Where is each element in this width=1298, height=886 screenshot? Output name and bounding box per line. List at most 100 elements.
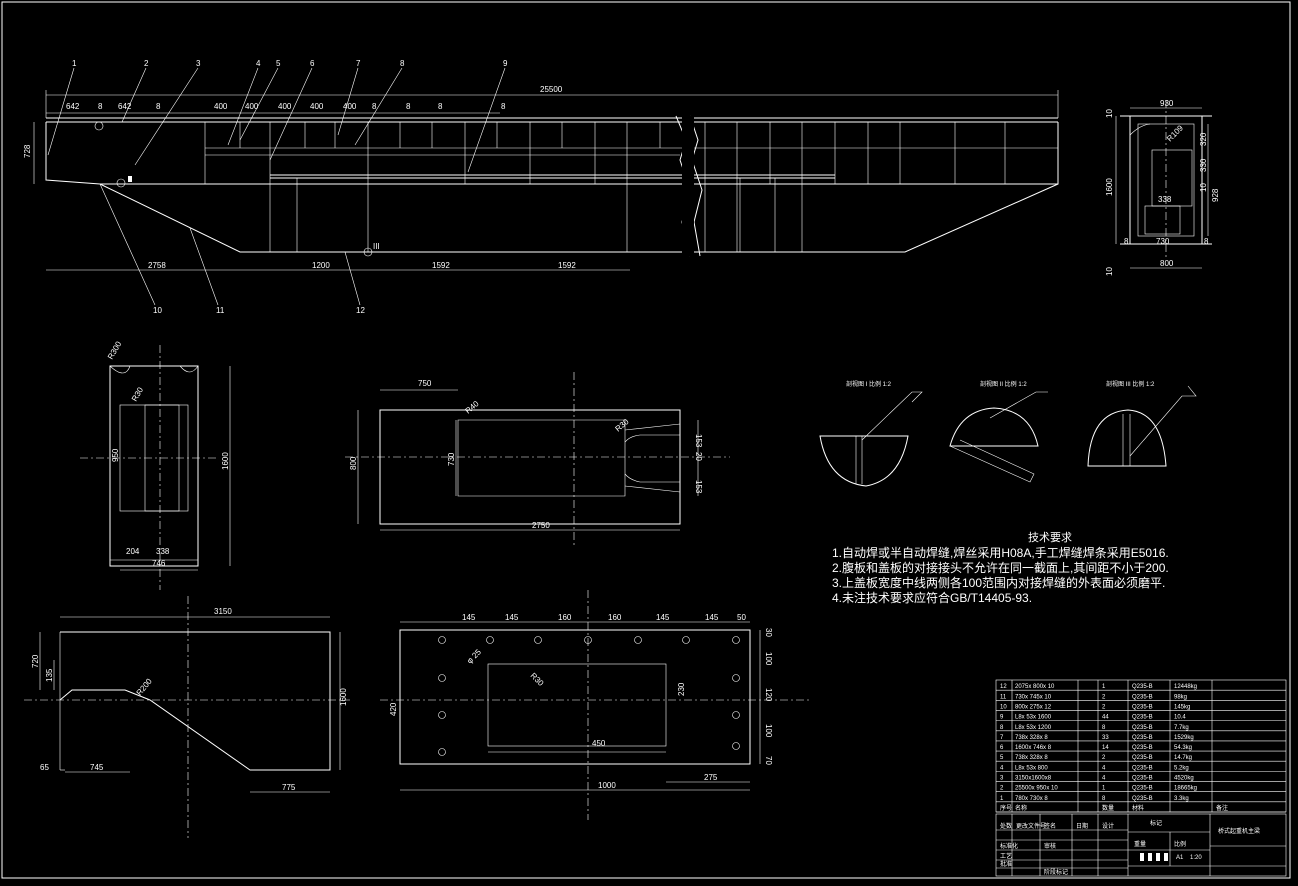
bom-cell: Q235-B [1132, 765, 1153, 771]
bom-cell: 780x 730x 8 [1015, 796, 1048, 802]
bom-cell: 1529kg [1174, 735, 1194, 741]
bom-cell: 9 [1000, 715, 1004, 721]
bom-cell: 14.7kg [1174, 755, 1192, 761]
bom-cell: Q235-B [1132, 684, 1153, 690]
sv-dim-3: 330 [1199, 158, 1208, 172]
tech-requirements: 技术要求 1.自动焊或半自动焊缝,焊丝采用H08A,手工焊缝焊条采用E5016.… [832, 531, 1169, 605]
pd-dim-18: 1000 [598, 781, 616, 790]
bom-cell: 5.2kg [1174, 765, 1189, 771]
dim-left-height: 728 [23, 144, 32, 158]
bom-cell: 14 [1102, 745, 1109, 751]
bom-cell: 5 [1000, 755, 1004, 761]
pd-dim-6: 50 [737, 613, 746, 622]
balloon-4: 4 [256, 59, 261, 68]
sv-dim-13: R109 [1165, 123, 1185, 143]
pa-dim-3: 1600 [221, 452, 230, 470]
bom-cell: 1600x 746x 8 [1015, 745, 1052, 751]
bom-cell: 2 [1000, 786, 1004, 792]
balloon-9: 9 [503, 59, 508, 68]
main-view-labels: 1 2 3 4 5 6 7 8 9 10 11 12 25500 642 8 6… [23, 59, 576, 315]
bom-header-cell: 备注 [1216, 804, 1228, 812]
bom-cell: 25500x 950x 10 [1015, 786, 1058, 792]
bom-cell: 18665kg [1174, 786, 1197, 792]
dim-top-2: 642 [118, 102, 132, 111]
dim-top-5: 400 [245, 102, 259, 111]
balloon-5: 5 [276, 59, 281, 68]
bom-cell: 7.7kg [1174, 725, 1189, 731]
sv-dim-7: 1600 [1105, 178, 1114, 196]
balloon-10: 10 [153, 306, 162, 315]
pa-dim-5: 338 [156, 547, 170, 556]
bom-cell: 2 [1102, 694, 1106, 700]
bom-cell: L8x 53x 1600 [1015, 715, 1052, 721]
sv-dim-9: 730 [1156, 237, 1170, 246]
bom-cell: 54.3kg [1174, 745, 1192, 751]
plate-b-labels: 750 R40 800 730 2750 R30 153 20 153 [349, 379, 703, 530]
tb-title: 桥式起重机主梁 [1218, 827, 1260, 835]
bom-cell: Q235-B [1132, 735, 1153, 741]
plate-c-labels: 3150 720 135 R200 1600 65 745 775 [31, 607, 348, 792]
bom-cell: 3 [1000, 776, 1004, 782]
plate-c-view [24, 596, 350, 838]
sv-dim-5: 928 [1211, 188, 1220, 202]
bom-cell: Q235-B [1132, 745, 1153, 751]
pc-dim-0: 3150 [214, 607, 232, 616]
tb-label-count: 更改文件号 [1016, 822, 1046, 830]
pd-dim-13: φ 25 [465, 647, 483, 665]
bom-cell: 738x 328x 8 [1015, 755, 1048, 761]
bom-cell: 730x 745x 10 [1015, 694, 1052, 700]
pd-dim-14: R30 [529, 671, 546, 688]
overall-length: 25500 [540, 85, 563, 94]
plate-d-labels: 145 145 160 160 145 145 50 30 100 120 10… [389, 613, 773, 790]
pd-dim-11: 70 [764, 756, 773, 765]
tb-label-weight: 比例 [1174, 840, 1186, 848]
bom-cell: Q235-B [1132, 704, 1153, 710]
balloon-12: 12 [356, 306, 365, 315]
pa-dim-6: 746 [152, 559, 166, 568]
pd-dim-16: 450 [592, 739, 606, 748]
tech-line-1: 1.自动焊或半自动焊缝,焊丝采用H08A,手工焊缝焊条采用E5016. [832, 545, 1169, 560]
pa-dim-0: R300 [106, 339, 124, 361]
bom-cell: Q235-B [1132, 715, 1153, 721]
pb-dim-3: 730 [447, 452, 456, 466]
plate-b-view [345, 372, 730, 548]
bom-cell: 11 [1000, 694, 1007, 700]
dim-top-9: 8 [372, 102, 377, 111]
bom-cell: 3150x1600x8 [1015, 776, 1052, 782]
bom-cell: 98kg [1174, 694, 1187, 700]
pd-dim-15: 230 [677, 682, 686, 696]
pb-dim-8: 153 [694, 480, 703, 494]
tb-label-stage: 重量 [1134, 840, 1146, 848]
bom-cell: 4 [1102, 776, 1106, 782]
dim-top-12: 8 [501, 102, 506, 111]
plate-a-labels: R300 R30 950 1600 204 338 746 [106, 339, 230, 568]
tb-sheet: A1 [1176, 855, 1184, 861]
bom-cell: 44 [1102, 715, 1109, 721]
weld-label-1: 剖视图 I 比例 1:2 [846, 380, 892, 388]
plate-d-view [380, 590, 810, 820]
bom-cell: L8x 53x 800 [1015, 765, 1048, 771]
pc-dim-1: 720 [31, 654, 40, 668]
sv-dim-4: 10 [1199, 183, 1208, 192]
dim-top-8: 400 [343, 102, 357, 111]
bom-cell: Q235-B [1132, 694, 1153, 700]
bom-cell: Q235-B [1132, 776, 1153, 782]
bom-cell: 4 [1102, 765, 1106, 771]
bom-cell: 6 [1000, 745, 1004, 751]
bom-cell: 33 [1102, 735, 1109, 741]
bom-cell: 12 [1000, 684, 1007, 690]
pd-dim-0: 145 [462, 613, 476, 622]
bom-cell: 8 [1102, 796, 1106, 802]
pb-dim-1: R40 [464, 399, 481, 416]
balloon-7: 7 [356, 59, 361, 68]
tb-scale: 1:20 [1190, 855, 1202, 861]
bom-cell: 10 [1000, 704, 1007, 710]
bom-cell: 10.4 [1174, 715, 1186, 721]
pd-dim-1: 145 [505, 613, 519, 622]
balloon-11: 11 [216, 306, 225, 315]
bom-cell: 4 [1000, 765, 1004, 771]
sv-dim-1: 10 [1105, 109, 1114, 118]
pb-dim-7: 20 [694, 452, 703, 461]
